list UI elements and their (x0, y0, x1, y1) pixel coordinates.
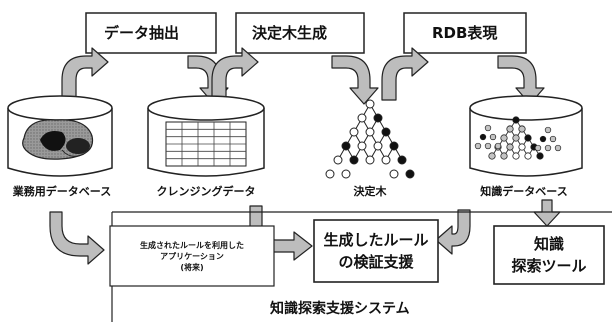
decision-tree-label: 決定木 (353, 185, 387, 198)
decision-tree-icon (325, 99, 415, 179)
step-label-extract: データ抽出 (104, 24, 180, 42)
step-box-extract (85, 12, 217, 54)
tool-box-line1: 知識 (533, 235, 564, 253)
verify-box (313, 219, 439, 283)
system-title: 知識探索支援システム (270, 301, 410, 317)
verify-box-text: 生成したルール の検証支援 (314, 220, 438, 282)
app-box (109, 225, 275, 287)
step-box-build-tree (235, 12, 365, 54)
arrow-to-tool (533, 199, 561, 227)
knowledge-db-cylinder (469, 95, 583, 177)
app-box-line2: アプリケーション (160, 251, 224, 261)
knowledge-db-label: 知識データベース (480, 185, 568, 198)
curved-arrow-3 (211, 47, 259, 101)
business-db-label: 業務用データベース (12, 185, 112, 198)
cleansing-data-label: クレンジングデータ (156, 185, 256, 198)
app-box-line3: (将来) (180, 262, 204, 272)
arrow-to-app (49, 211, 105, 265)
tool-box-line2: 探索ツール (511, 257, 587, 275)
app-box-line1: 生成されたルールを利用した (140, 240, 244, 250)
arrow-to-verify-right (435, 209, 471, 255)
verify-box-line2: の検証支援 (338, 253, 414, 271)
step-label-rdb: RDB表現 (432, 24, 498, 42)
cleansing-data-cylinder (147, 95, 265, 177)
tool-box-text: 知識 探索ツール (494, 226, 604, 284)
app-box-text: 生成されたルールを利用した アプリケーション (将来) (110, 226, 274, 286)
tool-box (493, 225, 605, 285)
verify-box-line1: 生成したルール (323, 231, 429, 249)
curved-arrow-1 (61, 47, 109, 101)
step-box-rdb (403, 12, 527, 54)
curved-arrow-5 (381, 47, 429, 101)
curved-arrow-4 (331, 55, 379, 105)
business-db-cylinder (7, 95, 113, 177)
step-label-build-tree: 決定木生成 (252, 24, 328, 42)
